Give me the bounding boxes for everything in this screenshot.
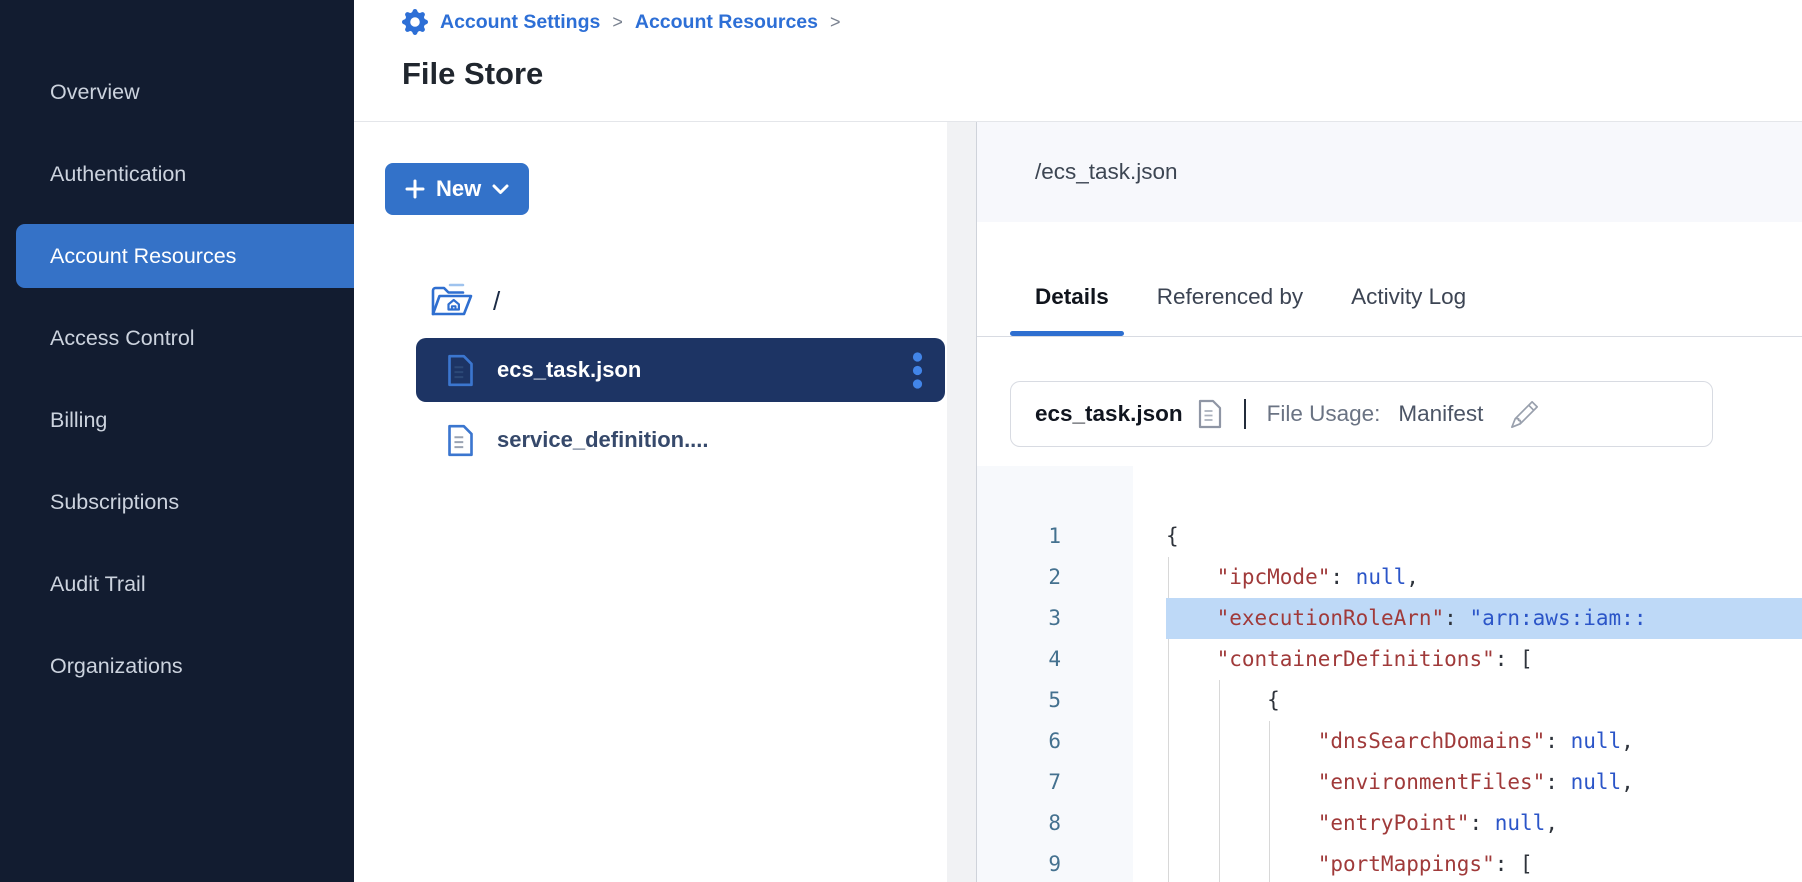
breadcrumb-link-account-resources[interactable]: Account Resources — [635, 11, 818, 34]
tab[interactable]: Referenced by — [1157, 284, 1303, 336]
line-number: 1 — [977, 516, 1133, 557]
code-lines: { "ipcMode": null, "executionRoleArn": "… — [1166, 516, 1802, 882]
file-path: /ecs_task.json — [1035, 159, 1178, 185]
file-icon — [446, 354, 475, 387]
line-number: 5 — [977, 680, 1133, 721]
settings-sidebar: OverviewAuthenticationAccount ResourcesA… — [0, 0, 354, 882]
file-info-card: ecs_task.json File Usage: Manifest — [1010, 381, 1713, 447]
new-button-label: New — [436, 176, 481, 202]
file-path-bar: /ecs_task.json — [977, 122, 1802, 222]
file-usage-label: File Usage: — [1267, 401, 1381, 427]
details-tabs: Details Referenced by Activity Log — [977, 222, 1802, 337]
breadcrumb-link-account-settings[interactable]: Account Settings — [440, 11, 600, 34]
code-line: "portMappings": [ — [1166, 844, 1802, 882]
line-number: 2 — [977, 557, 1133, 598]
file-name: ecs_task.json — [497, 357, 641, 383]
code-line: { — [1166, 516, 1802, 557]
home-folder-icon — [429, 282, 475, 320]
breadcrumb-separator: > — [830, 12, 841, 33]
line-number: 7 — [977, 762, 1133, 803]
code-line: "executionRoleArn": "arn:aws:iam:: — [1166, 598, 1802, 639]
vertical-divider — [1244, 399, 1246, 429]
root-folder-row[interactable]: / — [429, 282, 500, 320]
line-number: 9 — [977, 844, 1133, 882]
file-row-service-definition[interactable]: service_definition.... — [416, 408, 945, 472]
file-details-panel: /ecs_task.json Details Referenced by Activ… — [977, 122, 1802, 882]
line-number: 4 — [977, 639, 1133, 680]
new-button[interactable]: New — [385, 163, 529, 215]
file-icon — [446, 424, 475, 457]
line-number: 3 — [977, 598, 1133, 639]
sidebar-item[interactable]: Authentication — [0, 142, 354, 206]
file-name: service_definition.... — [497, 427, 709, 453]
sidebar-item[interactable]: Overview — [0, 60, 354, 124]
card-file-name: ecs_task.json — [1035, 401, 1183, 427]
sidebar-item[interactable]: Organizations — [0, 634, 354, 698]
code-line: "entryPoint": null, — [1166, 803, 1802, 844]
breadcrumb-separator: > — [612, 12, 623, 33]
page-title: File Store — [402, 56, 543, 92]
code-viewer[interactable]: 123456789 { "ipcMode": null, "executionR… — [977, 466, 1802, 882]
line-number: 8 — [977, 803, 1133, 844]
plus-icon — [405, 179, 425, 199]
file-row-ecs-task[interactable]: ecs_task.json — [416, 338, 945, 402]
line-number: 6 — [977, 721, 1133, 762]
breadcrumb: Account Settings > Account Resources > — [402, 9, 841, 35]
page-header: Account Settings > Account Resources > F… — [354, 0, 1802, 122]
sidebar-item[interactable]: Subscriptions — [0, 470, 354, 534]
file-usage-value: Manifest — [1398, 401, 1483, 427]
chevron-down-icon — [492, 184, 509, 195]
sidebar-item[interactable]: Access Control — [0, 306, 354, 370]
code-line: "ipcMode": null, — [1166, 557, 1802, 598]
line-number-gutter: 123456789 — [977, 466, 1133, 882]
code-line: "containerDefinitions": [ — [1166, 639, 1802, 680]
file-browser-panel: New / ecs_task.json — [354, 122, 947, 882]
code-line: { — [1166, 680, 1802, 721]
code-line: "dnsSearchDomains": null, — [1166, 721, 1802, 762]
tab[interactable]: Activity Log — [1351, 284, 1466, 336]
code-line: "environmentFiles": null, — [1166, 762, 1802, 803]
tab[interactable]: Details — [1035, 284, 1109, 336]
scrollbar-track[interactable] — [947, 122, 976, 882]
gear-icon — [402, 9, 428, 35]
edit-pencil-icon[interactable] — [1511, 401, 1538, 428]
code-content: { "ipcMode": null, "executionRoleArn": "… — [1166, 466, 1802, 882]
sidebar-item[interactable]: Audit Trail — [0, 552, 354, 616]
document-icon — [1197, 399, 1223, 429]
kebab-menu-icon[interactable] — [912, 352, 923, 389]
sidebar-item[interactable]: Billing — [0, 388, 354, 452]
root-path-label: / — [493, 286, 500, 317]
sidebar-item[interactable]: Account Resources — [16, 224, 354, 288]
